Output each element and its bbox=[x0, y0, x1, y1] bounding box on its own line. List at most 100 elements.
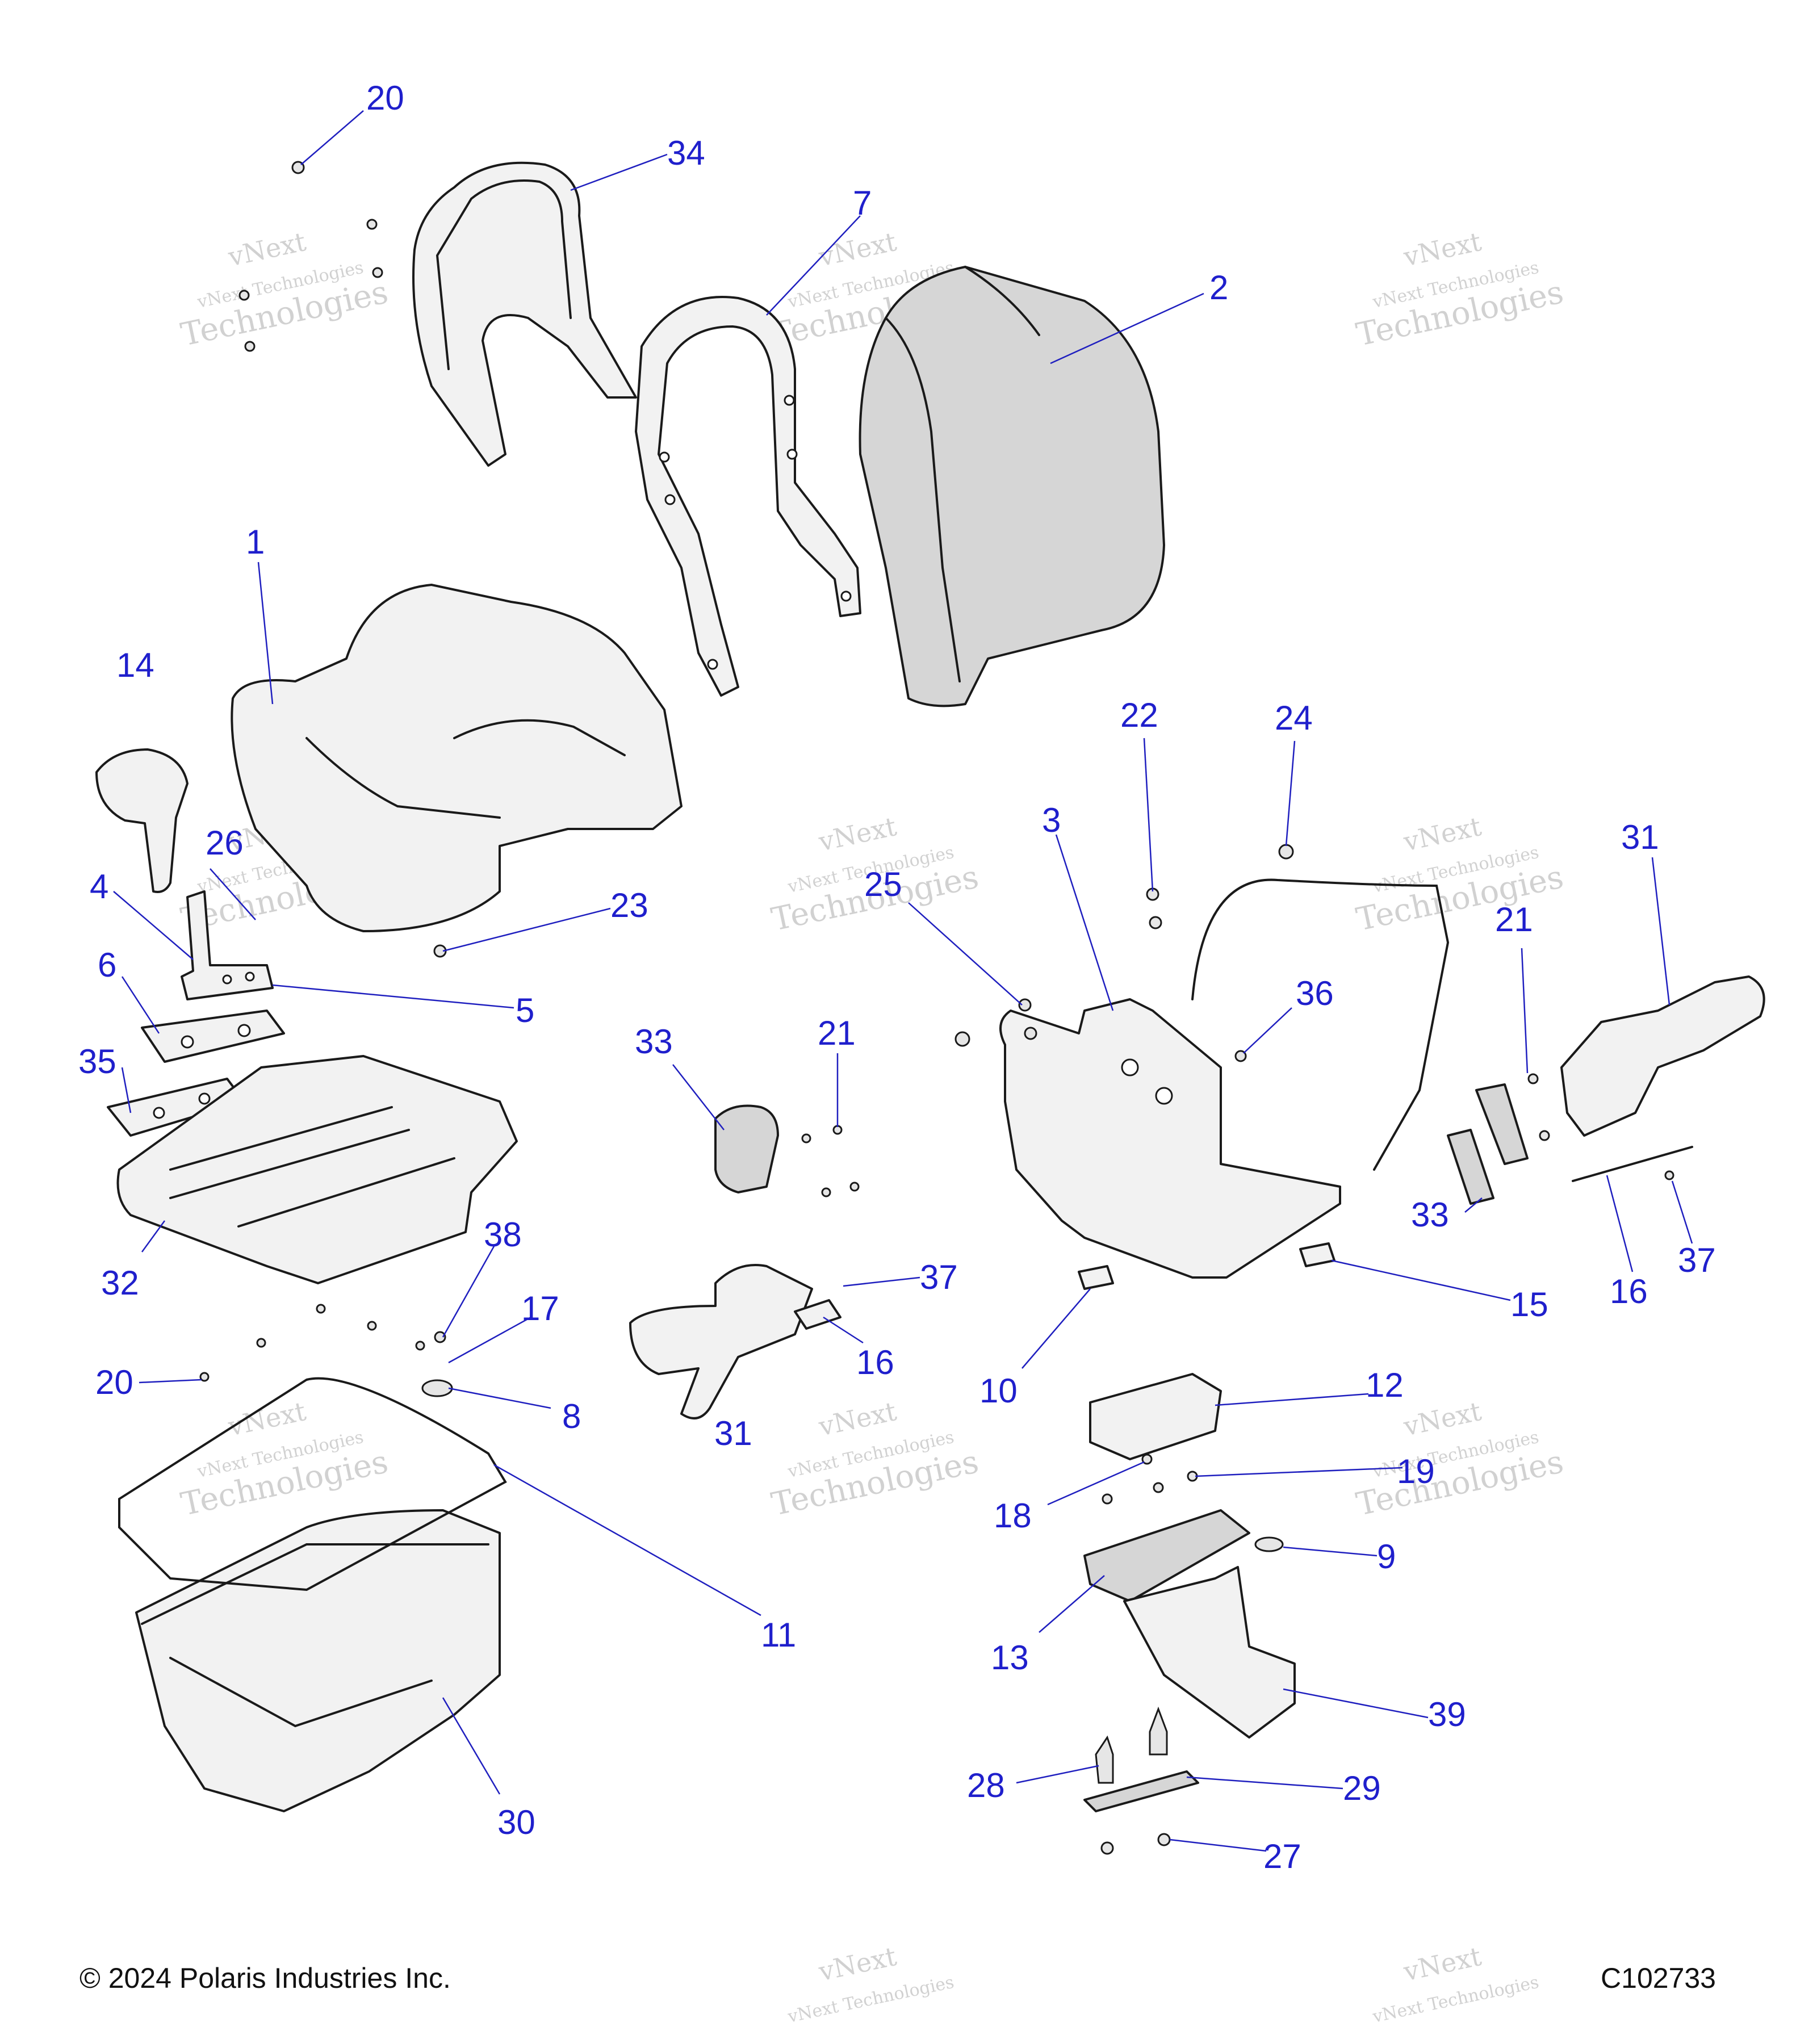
nut bbox=[849, 1182, 860, 1192]
callout-22: 22 bbox=[1120, 696, 1158, 734]
watermark-brand: vNext bbox=[1400, 1941, 1484, 1987]
rivet bbox=[372, 267, 383, 278]
watermark-brand: vNext bbox=[815, 811, 899, 857]
latch-pin bbox=[1149, 1706, 1168, 1756]
plate-hole bbox=[237, 1024, 251, 1037]
nut bbox=[1100, 1841, 1114, 1855]
callout-7: 7 bbox=[853, 184, 872, 222]
callout-32: 32 bbox=[101, 1264, 139, 1302]
nut bbox=[954, 1031, 970, 1047]
bolt bbox=[1149, 916, 1162, 929]
storage-tub bbox=[135, 1509, 501, 1812]
latch-pin bbox=[1095, 1735, 1114, 1784]
callout-25: 25 bbox=[864, 865, 902, 903]
copyright-notice: © 2024 Polaris Industries Inc. bbox=[79, 1962, 451, 1994]
callout-20: 20 bbox=[95, 1363, 133, 1401]
nut bbox=[1157, 1833, 1171, 1846]
callout-17: 17 bbox=[521, 1289, 559, 1327]
leader-36 bbox=[1243, 1007, 1292, 1054]
leader-34 bbox=[570, 153, 668, 191]
mount-hole bbox=[1121, 1058, 1139, 1077]
leader-18 bbox=[1047, 1461, 1145, 1506]
rivet bbox=[366, 219, 378, 230]
callout-21: 21 bbox=[1495, 900, 1533, 939]
watermark-brand: vNext bbox=[1400, 226, 1484, 273]
callout-27: 27 bbox=[1263, 1837, 1301, 1875]
latch-hole bbox=[245, 971, 255, 982]
strike-bar bbox=[1083, 1770, 1199, 1812]
leader-30 bbox=[442, 1697, 501, 1795]
callout-20: 20 bbox=[366, 79, 404, 117]
leader-1 bbox=[257, 562, 274, 705]
leader-2 bbox=[1050, 292, 1204, 365]
nut bbox=[821, 1187, 831, 1197]
screw bbox=[256, 1338, 266, 1348]
callout-31: 31 bbox=[714, 1414, 752, 1452]
latch-clip bbox=[1299, 1242, 1335, 1267]
leader-13 bbox=[1039, 1575, 1105, 1633]
grab-handle-right bbox=[1560, 975, 1765, 1137]
rivet bbox=[244, 341, 256, 352]
callout-33: 33 bbox=[635, 1023, 673, 1061]
leader-32 bbox=[141, 1220, 166, 1253]
leader-21b bbox=[1521, 948, 1529, 1074]
leader-17 bbox=[448, 1316, 531, 1364]
callout-18: 18 bbox=[994, 1497, 1032, 1535]
handle-rod bbox=[1572, 1146, 1693, 1182]
storage-tub-rim bbox=[141, 1543, 489, 1728]
leader-33b bbox=[1464, 1197, 1483, 1213]
screw bbox=[415, 1341, 425, 1351]
callout-23: 23 bbox=[610, 886, 648, 924]
washer bbox=[434, 1331, 446, 1343]
leader-3 bbox=[1055, 834, 1114, 1011]
grip-pad bbox=[1083, 1509, 1250, 1602]
callout-12: 12 bbox=[1366, 1366, 1404, 1404]
screw bbox=[367, 1321, 377, 1331]
callout-37: 37 bbox=[1678, 1241, 1716, 1279]
callout-29: 29 bbox=[1343, 1769, 1381, 1807]
watermark-brand: vNext bbox=[815, 1396, 899, 1442]
leader-5 bbox=[272, 984, 514, 1009]
callout-24: 24 bbox=[1275, 699, 1313, 737]
screw bbox=[1664, 1170, 1674, 1180]
callout-37: 37 bbox=[920, 1258, 958, 1296]
watermark-brand: vNext bbox=[1400, 1396, 1484, 1442]
screw bbox=[1102, 1493, 1113, 1505]
watermark-brand: vNext bbox=[815, 1941, 899, 1987]
grab-handle bbox=[629, 1264, 813, 1419]
seat-base-pan bbox=[116, 1055, 518, 1284]
callout-30: 30 bbox=[497, 1803, 535, 1841]
seat-knob bbox=[95, 748, 189, 893]
callout-35: 35 bbox=[78, 1042, 116, 1080]
frame-hole bbox=[840, 590, 852, 602]
tub-seal bbox=[118, 1377, 507, 1591]
leader-10 bbox=[1021, 1288, 1091, 1369]
leader-16b bbox=[1606, 1175, 1634, 1272]
seat-mount-frame-tube bbox=[1191, 878, 1450, 1171]
callout-3: 3 bbox=[1042, 801, 1061, 839]
leader-15 bbox=[1331, 1259, 1511, 1301]
frame-hole bbox=[786, 449, 798, 460]
spring bbox=[1141, 1454, 1153, 1465]
watermark-line: vNext Technologies bbox=[786, 1972, 956, 2027]
screw bbox=[1234, 1050, 1247, 1062]
leader-20b bbox=[139, 1379, 202, 1384]
leader-37b bbox=[1671, 1180, 1693, 1244]
seat-base-pan-rib bbox=[169, 1106, 455, 1228]
frame-hole bbox=[659, 451, 670, 463]
callout-8: 8 bbox=[562, 1397, 581, 1435]
callout-19: 19 bbox=[1397, 1452, 1435, 1490]
seat-back-panel-inner bbox=[436, 179, 572, 370]
frame-hole bbox=[664, 494, 676, 505]
latch-plate bbox=[141, 1010, 285, 1063]
screw bbox=[316, 1304, 326, 1314]
washer bbox=[1024, 1027, 1037, 1040]
seat-bottom-cushion bbox=[231, 584, 683, 932]
callout-39: 39 bbox=[1428, 1695, 1466, 1733]
callout-34: 34 bbox=[667, 134, 705, 172]
leader-11 bbox=[493, 1464, 761, 1616]
leader-9 bbox=[1283, 1546, 1378, 1557]
callout-9: 9 bbox=[1377, 1538, 1396, 1576]
watermark-line: vNext Technologies bbox=[1371, 1972, 1541, 2027]
